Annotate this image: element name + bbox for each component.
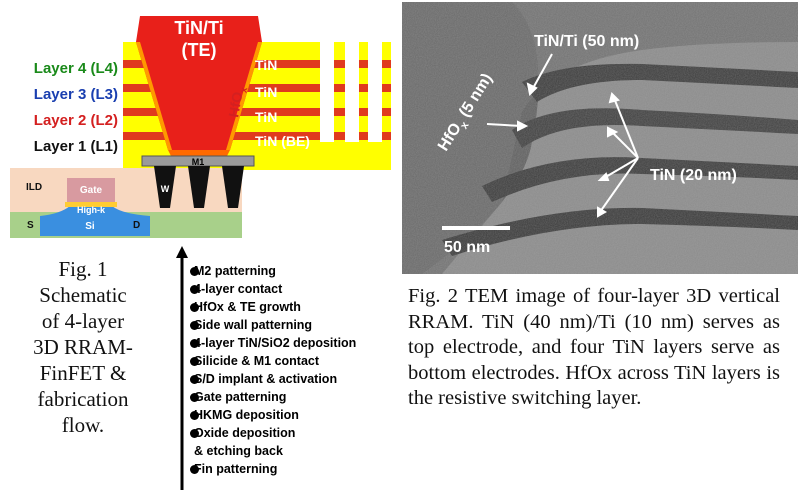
source-label: S [27,220,34,231]
flow-step: & etching back [194,444,283,458]
layer-label-1: Layer 1 (L1) [34,138,118,155]
flow-step: 4-layer contact [190,282,282,296]
ild-label: ILD [26,182,42,193]
fig1-schematic: TiN/Ti (TE) HfOx TiN TiN TiN TiN (BE) M1… [10,16,391,238]
w-plugs [154,166,244,208]
flow-step: Gate patterning [190,390,286,404]
tin-label-4: TiN [255,57,277,73]
fig1-caption: Fig. 1 Schematic of 4-layer 3D RRAM- Fin… [33,257,133,437]
flow-step: Oxide deposition [190,426,295,440]
annotation-arrows [486,53,639,218]
layer-label-2: Layer 2 (L2) [34,112,118,129]
flow-step: Silicide & M1 contact [190,354,319,368]
te-label-1: TiN/Ti [174,18,223,38]
si-label: Si [85,221,95,232]
fabrication-flow: M2 patterning 4-layer contact HfOx & TE … [176,246,402,490]
scale-label: 50 nm [444,239,490,256]
flow-step: M2 patterning [190,264,276,278]
flow-arrow [176,246,188,490]
w-label: W [161,184,170,194]
si-fin [40,206,150,236]
trenches [320,42,382,142]
flow-step: HfOx & TE growth [190,300,301,314]
layer-label-4: Layer 4 (L4) [34,60,118,77]
layer-label-3: Layer 3 (L3) [34,86,118,103]
te-funnel [136,16,262,150]
high-k [65,202,117,207]
flow-step: 4-layer TiN/SiO2 deposition [190,336,356,350]
fig2-caption: Fig. 2 TEM image of four-layer 3D vertic… [408,285,780,409]
m1-label: M1 [192,157,205,167]
flow-step: Fin patterning [190,462,277,476]
gate [67,178,115,202]
tin-bands [123,60,391,140]
highk-label: High-k [77,205,106,215]
scale-bar [442,226,510,230]
hfo-label: HfOx [225,85,250,120]
tin-label-1: TiN (BE) [255,133,310,149]
flow-step: S/D implant & activation [190,372,337,386]
flow-step: Side wall patterning [190,318,312,332]
drain-label: D [133,220,140,231]
gate-label: Gate [80,185,103,196]
tem-label-tin-ti: TiN/Ti (50 nm) [534,33,639,50]
tem-label-tin: TiN (20 nm) [650,167,737,184]
fig2-tem-image: TiN/Ti (50 nm) HfOx (5 nm) TiN (20 nm) 5… [402,2,798,274]
tin-label-3: TiN [255,84,277,100]
flow-step: HKMG deposition [190,408,299,422]
te-label-2: (TE) [182,40,217,60]
svg-text:HfOx: HfOx [225,85,250,120]
tin-label-2: TiN [255,109,277,125]
